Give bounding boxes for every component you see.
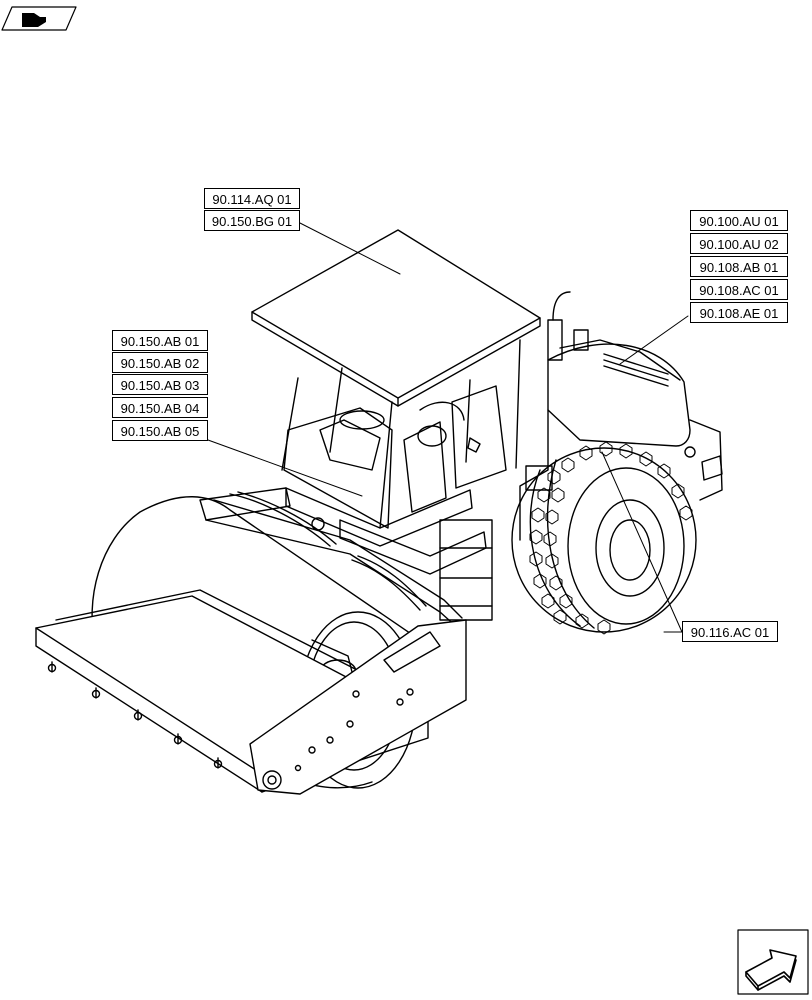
- rear-wheel: [511, 447, 697, 633]
- engine-hood: [519, 291, 723, 541]
- ref-label[interactable]: 90.108.AB 01: [690, 256, 788, 277]
- leader-lines: [207, 221, 689, 633]
- cab-frame: [281, 339, 521, 529]
- drum-side-plate: [249, 619, 467, 795]
- ref-label[interactable]: 90.108.AC 01: [690, 279, 788, 300]
- ref-label[interactable]: 90.114.AQ 01: [204, 188, 300, 209]
- ref-label[interactable]: 90.100.AU 01: [690, 210, 788, 231]
- tire-tread: [529, 441, 693, 635]
- ref-label[interactable]: 90.150.AB 02: [112, 352, 208, 373]
- ref-label[interactable]: 90.150.AB 03: [112, 374, 208, 395]
- previous-page-arrow-icon: [1, 6, 77, 31]
- ref-label[interactable]: 90.100.AU 02: [690, 233, 788, 254]
- ref-label[interactable]: 90.150.AB 01: [112, 330, 208, 351]
- ref-label[interactable]: 90.150.AB 04: [112, 397, 208, 418]
- front-frame: [199, 487, 463, 631]
- ref-label[interactable]: 90.150.BG 01: [204, 210, 300, 231]
- next-page-arrow-icon: [737, 929, 809, 995]
- ref-label[interactable]: 90.116.AC 01: [682, 621, 778, 642]
- cab-roof: [251, 229, 541, 407]
- ref-label[interactable]: 90.108.AE 01: [690, 302, 788, 323]
- ref-label[interactable]: 90.150.AB 05: [112, 420, 208, 441]
